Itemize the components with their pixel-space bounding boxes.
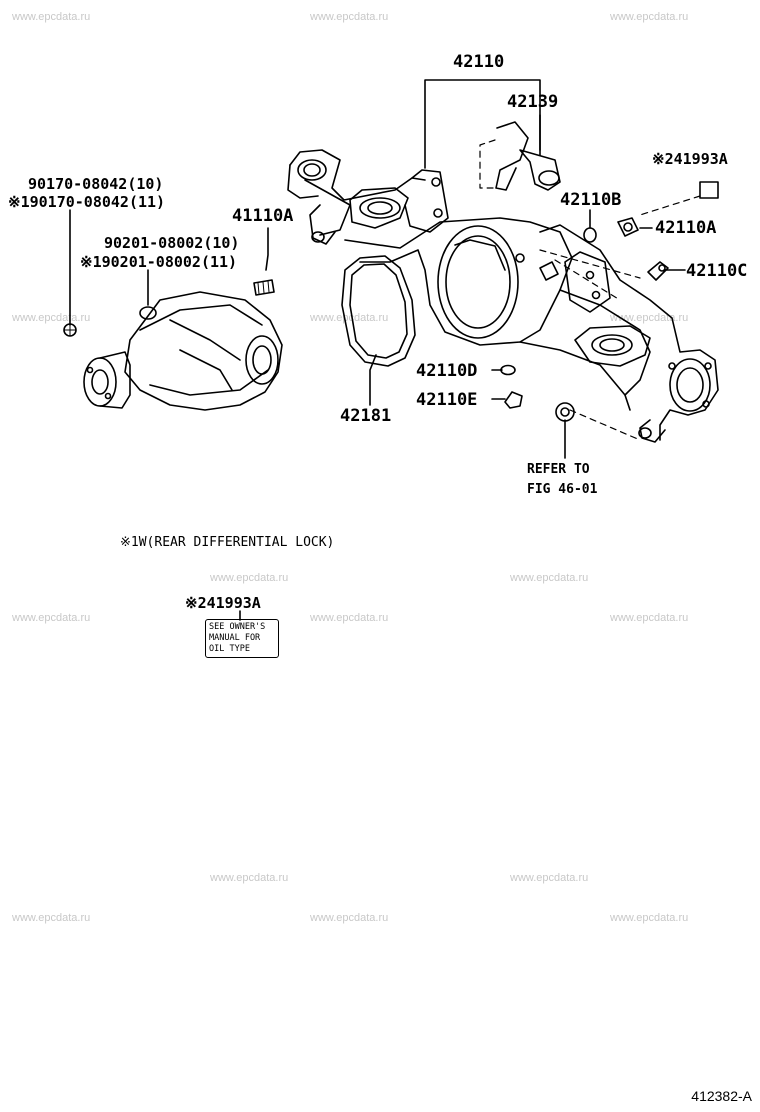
- label-line-1: SEE OWNER'S: [209, 622, 266, 632]
- callout-42110: 42110: [453, 52, 505, 72]
- callout-90201-11: ※190201-08002(11): [80, 253, 238, 271]
- watermark: www.epcdata.ru: [310, 11, 389, 23]
- callout-90201-10: 90201-08002(10): [104, 234, 240, 252]
- watermark: www.epcdata.ru: [310, 912, 389, 924]
- watermark: www.epcdata.ru: [310, 612, 389, 624]
- callout-90170-10: 90170-08042(10): [28, 175, 164, 193]
- dashed-guides: [479, 139, 701, 441]
- watermark: www.epcdata.ru: [12, 912, 91, 924]
- watermark: www.epcdata.ru: [610, 11, 689, 23]
- label-line-3: OIL TYPE: [209, 644, 250, 654]
- callout-42110a-right: 42110A: [655, 218, 717, 238]
- refer-fig-text: FIG 46-01: [527, 482, 598, 497]
- callout-41993a-bottom: ※241993A: [185, 594, 261, 612]
- watermark: www.epcdata.ru: [210, 872, 289, 884]
- label-line-2: MANUAL FOR: [209, 633, 261, 643]
- callout-41110a: 41110A: [232, 206, 294, 226]
- watermark: www.epcdata.ru: [12, 612, 91, 624]
- small-parts: [253, 217, 669, 422]
- callout-41993a-top: ※241993A: [652, 150, 728, 168]
- breather-bracket-42139: [495, 121, 561, 191]
- watermark: www.epcdata.ru: [310, 312, 389, 324]
- gasket-42181: [341, 255, 416, 367]
- callout-42110b: 42110B: [560, 190, 622, 210]
- watermark: www.epcdata.ru: [610, 912, 689, 924]
- callout-42110c: 42110C: [686, 261, 748, 281]
- callout-42110e: 42110E: [416, 390, 478, 410]
- callout-42110d: 42110D: [416, 361, 478, 381]
- watermark: www.epcdata.ru: [210, 572, 289, 584]
- footnote: ※1W(REAR DIFFERENTIAL LOCK): [120, 535, 335, 550]
- callout-42139: 42139: [507, 92, 559, 112]
- watermark: www.epcdata.ru: [610, 612, 689, 624]
- watermark: www.epcdata.ru: [12, 11, 91, 23]
- oil-type-label-plate: SEE OWNER'S MANUAL FOR OIL TYPE: [205, 619, 279, 658]
- differential-carrier: [63, 291, 283, 411]
- callout-42181: 42181: [340, 406, 392, 426]
- leader-lines: [69, 79, 686, 621]
- callout-90170-11: ※190170-08042(11): [8, 193, 166, 211]
- refer-to-text: REFER TO: [527, 462, 590, 477]
- watermark: www.epcdata.ru: [510, 572, 589, 584]
- caution-label-part: [699, 181, 719, 199]
- figure-id: 412382-A: [691, 1088, 752, 1104]
- watermark: www.epcdata.ru: [510, 872, 589, 884]
- axle-housing-42110: [287, 149, 719, 443]
